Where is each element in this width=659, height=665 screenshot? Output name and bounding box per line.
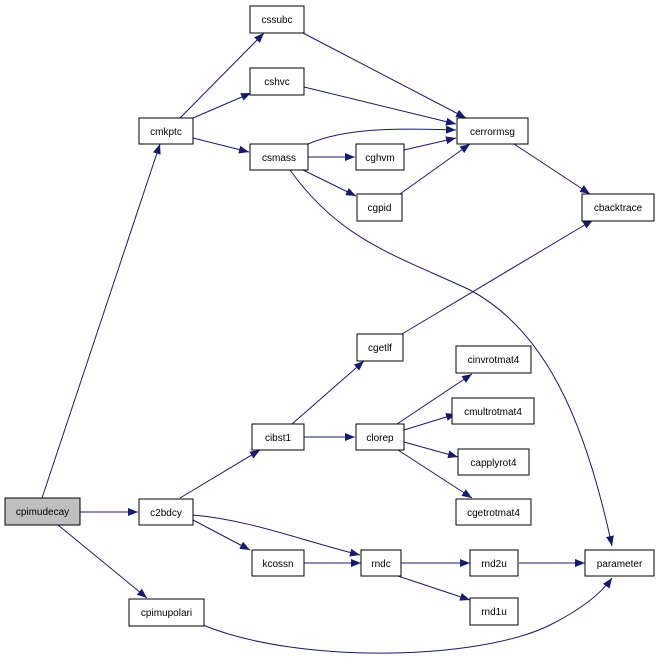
edge-cerrormsg-cbacktrace xyxy=(513,143,591,195)
svg-text:cgetrotmat4: cgetrotmat4 xyxy=(467,508,520,519)
edge-clorep-cmultrotmat4 xyxy=(403,413,457,431)
node-parameter[interactable]: parameter xyxy=(584,549,655,577)
edge-clorep-capplyrot4 xyxy=(403,441,459,459)
node-cssubc[interactable]: cssubc xyxy=(249,5,305,34)
node-kcossn[interactable]: kcossn xyxy=(251,549,305,577)
edge-csmass-cerrormsg xyxy=(307,125,457,145)
node-cibst1[interactable]: cibst1 xyxy=(251,423,305,451)
svg-text:cpimudecay: cpimudecay xyxy=(16,507,69,518)
svg-text:cghvm: cghvm xyxy=(365,153,394,164)
node-cgetlf[interactable]: cgetlf xyxy=(356,333,404,362)
edge-cgetlf-cbacktrace xyxy=(401,219,594,335)
edge-cmkptc-cshvc xyxy=(192,92,252,119)
edge-cmkptc-cssubc xyxy=(179,32,265,119)
node-cbacktrace[interactable]: cbacktrace xyxy=(581,193,655,222)
edge-cssubc-cerrormsg xyxy=(302,32,467,119)
svg-text:csmass: csmass xyxy=(262,153,296,164)
edge-c2bdcy-kcossn xyxy=(192,519,251,551)
node-cinvrotmat4[interactable]: cinvrotmat4 xyxy=(455,345,532,374)
node-cghvm[interactable]: cghvm xyxy=(355,143,405,171)
svg-text:rnd2u: rnd2u xyxy=(481,559,507,570)
node-csmass[interactable]: csmass xyxy=(249,143,309,171)
edge-c2bdcy-rndc xyxy=(192,514,361,557)
edge-csmass-cgpid xyxy=(302,169,357,197)
node-cpimudecay[interactable]: cpimudecay xyxy=(4,497,81,526)
svg-text:cbacktrace: cbacktrace xyxy=(594,203,643,214)
edge-cpimudecay-cmkptc xyxy=(41,143,161,499)
edge-csmass-parameter xyxy=(289,169,614,547)
svg-text:cgpid: cgpid xyxy=(368,203,392,214)
node-cgpid[interactable]: cgpid xyxy=(356,193,403,222)
edge-clorep-cgetrotmat4 xyxy=(397,449,473,499)
edge-cgpid-cerrormsg xyxy=(399,143,471,195)
edge-c2bdcy-cibst1 xyxy=(179,449,261,499)
edge-rndc-rnd1u xyxy=(397,575,471,601)
edge-cibst1-cgetlf xyxy=(291,360,365,425)
edge-clorep-cinvrotmat4 xyxy=(396,373,473,425)
node-rnd2u[interactable]: rnd2u xyxy=(469,549,519,577)
node-cerrormsg[interactable]: cerrormsg xyxy=(456,117,529,145)
node-cshvc[interactable]: cshvc xyxy=(249,67,305,96)
svg-text:rnd1u: rnd1u xyxy=(481,607,507,618)
node-rnd1u[interactable]: rnd1u xyxy=(469,597,519,626)
edge-cmkptc-csmass xyxy=(192,137,250,154)
svg-text:rndc: rndc xyxy=(371,559,390,570)
node-cmultrotmat4[interactable]: cmultrotmat4 xyxy=(451,397,535,425)
node-cpimupolari[interactable]: cpimupolari xyxy=(128,598,205,627)
edge-cpimupolari-parameter xyxy=(202,577,613,654)
svg-text:kcossn: kcossn xyxy=(262,559,293,570)
svg-text:cmultrotmat4: cmultrotmat4 xyxy=(464,407,522,418)
node-rndc[interactable]: rndc xyxy=(360,549,402,577)
svg-text:cibst1: cibst1 xyxy=(265,433,292,444)
svg-text:cmkptc: cmkptc xyxy=(150,127,182,138)
node-clorep[interactable]: clorep xyxy=(355,423,405,451)
svg-text:cgetlf: cgetlf xyxy=(368,343,392,354)
node-cgetrotmat4[interactable]: cgetrotmat4 xyxy=(455,498,532,526)
svg-text:cerrormsg: cerrormsg xyxy=(470,127,515,138)
edge-cghvm-cerrormsg xyxy=(403,136,457,151)
svg-text:cshvc: cshvc xyxy=(264,77,290,88)
svg-text:parameter: parameter xyxy=(597,559,643,570)
node-capplyrot4[interactable]: capplyrot4 xyxy=(457,448,530,476)
svg-text:cinvrotmat4: cinvrotmat4 xyxy=(468,355,520,366)
node-c2bdcy[interactable]: c2bdcy xyxy=(138,498,194,526)
svg-text:cssubc: cssubc xyxy=(261,15,292,26)
edge-cshvc-cerrormsg xyxy=(303,86,457,126)
edge-cpimudecay-cpimupolari xyxy=(57,524,148,599)
svg-text:cpimupolari: cpimupolari xyxy=(141,608,192,619)
svg-text:c2bdcy: c2bdcy xyxy=(150,508,182,519)
node-cmkptc[interactable]: cmkptc xyxy=(138,117,194,145)
svg-text:clorep: clorep xyxy=(366,433,394,444)
svg-text:capplyrot4: capplyrot4 xyxy=(470,458,517,469)
